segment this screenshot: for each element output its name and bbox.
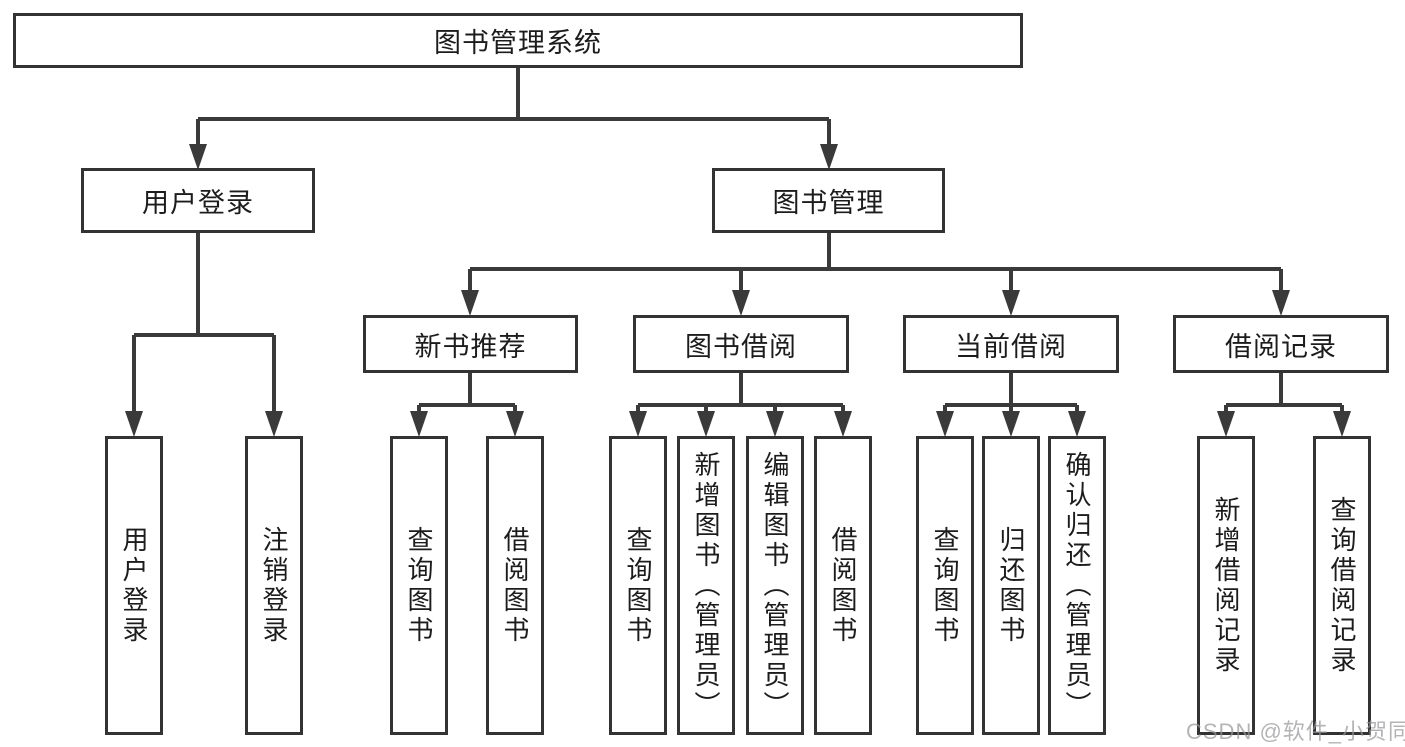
- node-label: 确认归还（管理员）: [1062, 450, 1092, 721]
- leaf-add-books-admin: 新增图书（管理员）: [677, 436, 735, 735]
- connector-book-borrow: [636, 373, 845, 413]
- node-label: 查询图书: [404, 525, 434, 646]
- node-label: 图书管理系统: [434, 28, 602, 58]
- leaf-query-borrow-record: 查询借阅记录: [1313, 436, 1371, 735]
- leaf-borrow-books: 借阅图书: [814, 436, 872, 735]
- node-label: 借阅图书: [828, 525, 858, 646]
- node-label: 查询图书: [623, 525, 653, 646]
- node-user-login: 用户登录: [81, 168, 315, 233]
- node-label: 用户登录: [119, 525, 149, 646]
- node-label: 当前借阅: [955, 331, 1067, 362]
- leaf-query-books-current: 查询图书: [916, 436, 974, 735]
- node-label: 用户登录: [142, 188, 254, 218]
- arrowheads: [125, 144, 1351, 437]
- leaf-edit-books-admin: 编辑图书（管理员）: [746, 436, 804, 735]
- node-label: 编辑图书（管理员）: [760, 450, 790, 721]
- leaf-borrow-books-recommend: 借阅图书: [486, 436, 544, 735]
- leaf-return-books: 归还图书: [982, 436, 1040, 735]
- leaf-add-borrow-record: 新增借阅记录: [1197, 436, 1255, 735]
- node-label: 图书借阅: [685, 331, 797, 362]
- node-label: 注销登录: [259, 525, 289, 646]
- node-label: 新增图书（管理员）: [691, 450, 721, 721]
- node-label: 查询图书: [930, 525, 960, 646]
- node-book-borrow: 图书借阅: [633, 315, 849, 373]
- node-label: 借阅记录: [1225, 331, 1337, 362]
- node-borrow-records: 借阅记录: [1173, 315, 1389, 373]
- connector-root: [196, 68, 831, 147]
- node-new-book-recommend: 新书推荐: [363, 315, 578, 373]
- node-label: 借阅图书: [500, 525, 530, 646]
- connector-borrow-records: [1224, 373, 1344, 413]
- leaf-logout: 注销登录: [245, 436, 303, 735]
- leaf-confirm-return-admin: 确认归还（管理员）: [1048, 436, 1106, 735]
- leaf-user-login: 用户登录: [105, 436, 163, 735]
- node-current-borrow: 当前借阅: [903, 315, 1119, 373]
- leaf-query-books-recommend: 查询图书: [390, 436, 448, 735]
- node-label: 查询借阅记录: [1327, 495, 1357, 676]
- connector-current-borrow: [943, 373, 1079, 413]
- connector-book-management: [468, 233, 1283, 292]
- csdn-watermark: CSDN @软件_小贺同学: [1186, 719, 1405, 744]
- node-label: 新增借阅记录: [1211, 495, 1241, 676]
- node-library-management-system: 图书管理系统: [13, 13, 1023, 68]
- node-label: 归还图书: [996, 525, 1026, 646]
- connector-new-book-recommend: [417, 373, 517, 413]
- connector-user-login: [132, 233, 276, 413]
- node-label: 图书管理: [772, 188, 885, 218]
- node-label: 新书推荐: [414, 331, 527, 362]
- leaf-query-books-borrow: 查询图书: [609, 436, 667, 735]
- node-book-management: 图书管理: [712, 168, 945, 233]
